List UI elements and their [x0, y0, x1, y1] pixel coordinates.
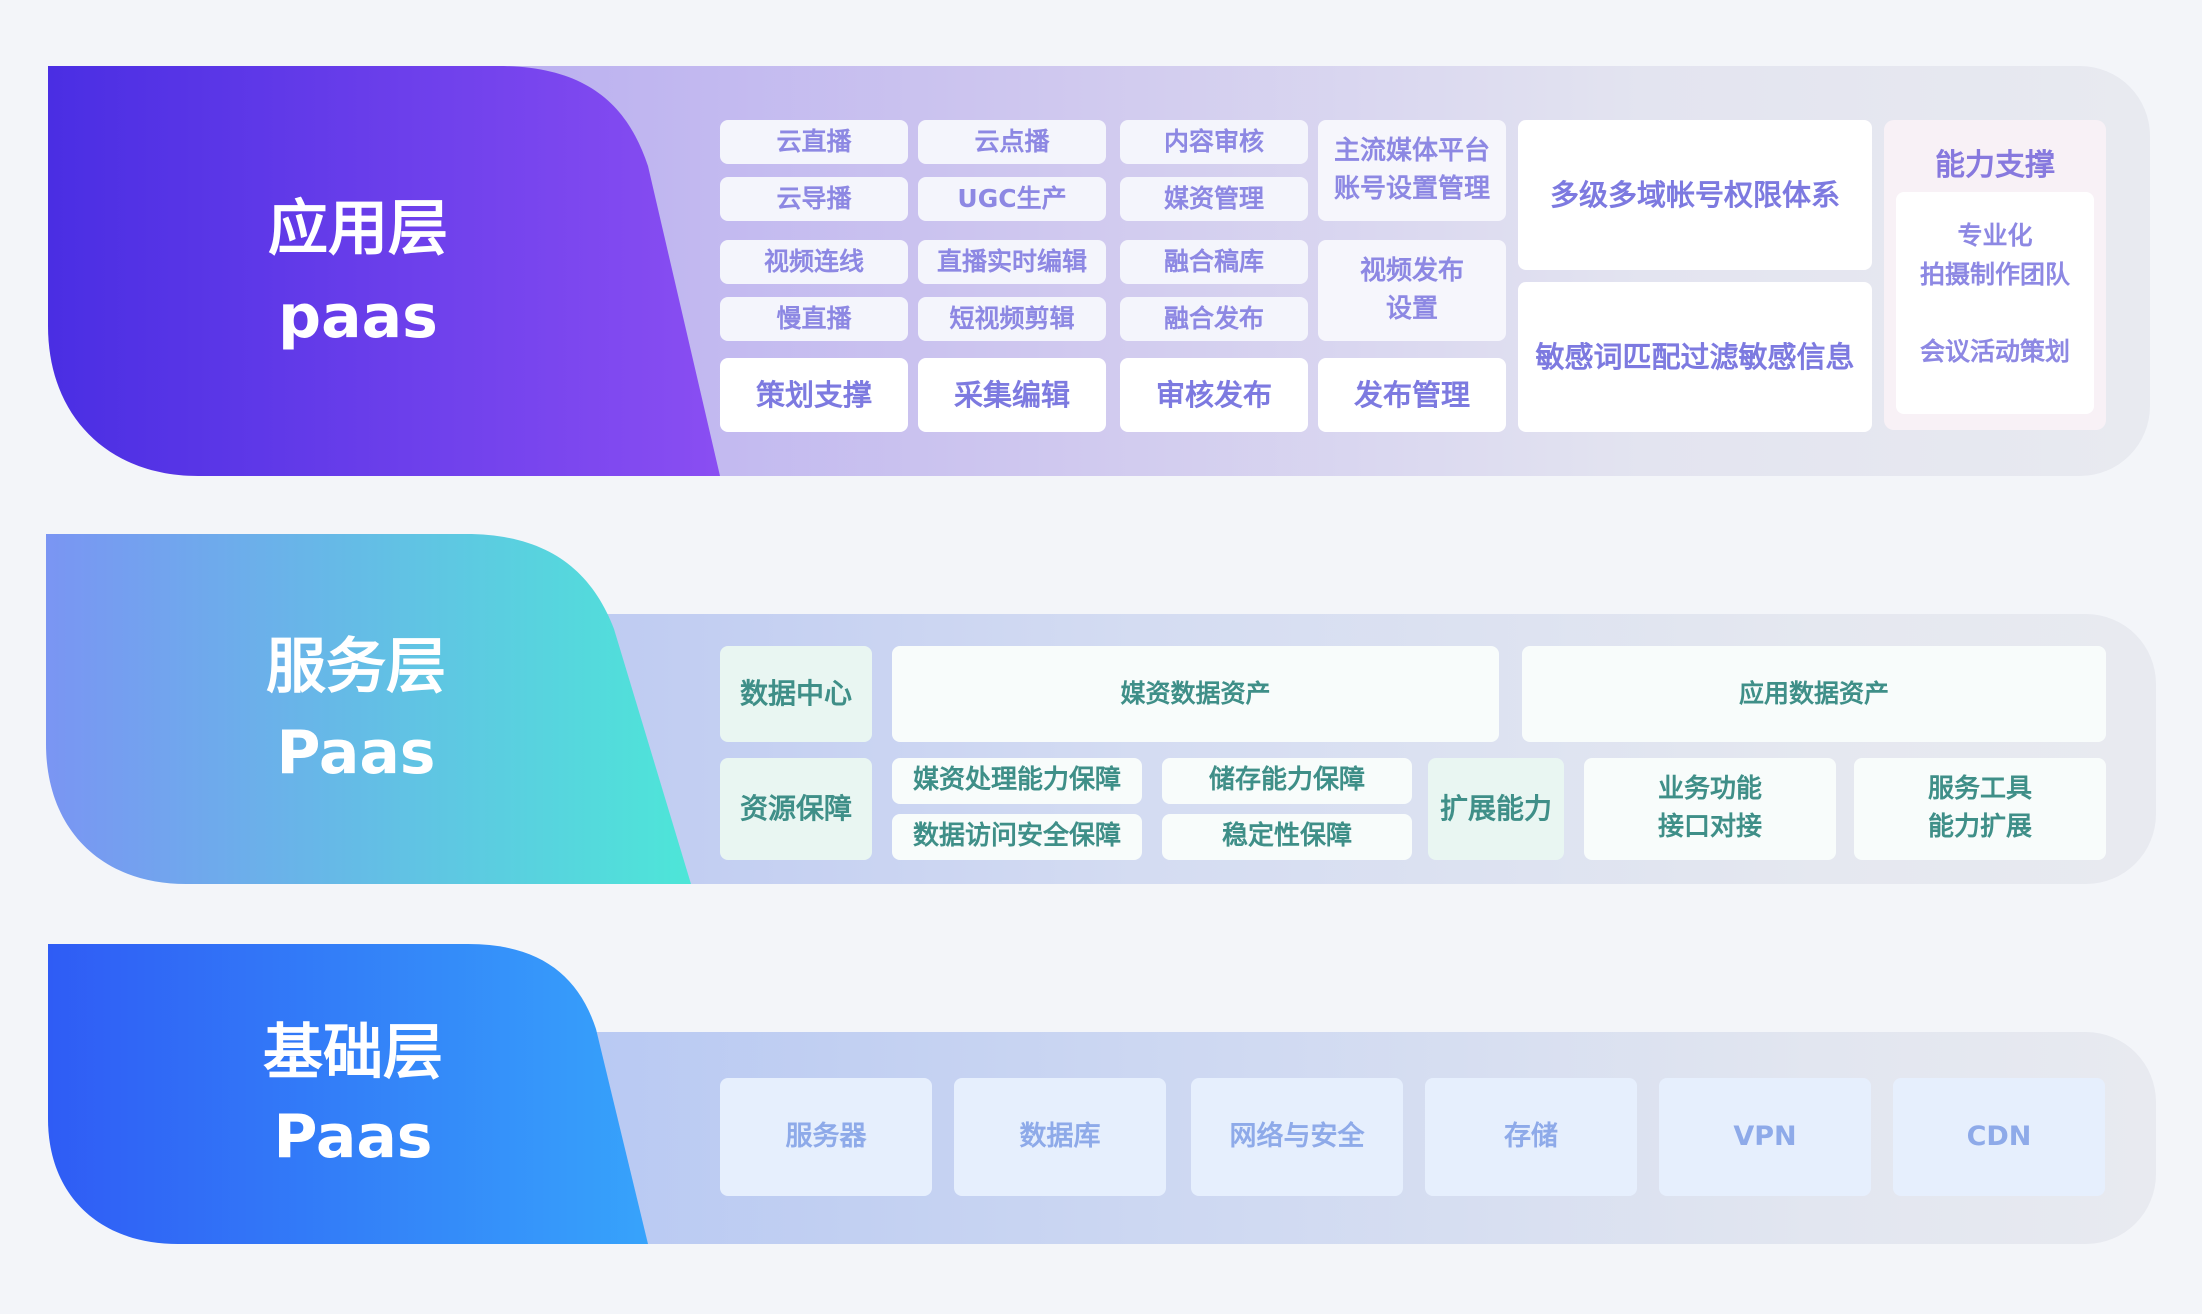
ability-support-panel: 能力支撑 专业化 拍摄制作团队 会议活动策划 — [1884, 120, 2106, 430]
guarantee-item[interactable]: 数据访问安全保障 — [892, 814, 1142, 860]
guarantee-item[interactable]: 储存能力保障 — [1162, 758, 1412, 804]
media-data-assets-box[interactable]: 媒资数据资产 — [892, 646, 1499, 742]
base-layer-title-shape: 基础层 Paas — [48, 944, 668, 1244]
biz-interface-line2: 接口对接 — [1657, 812, 1762, 842]
infra-item[interactable]: CDN — [1893, 1078, 2105, 1196]
service-tools-box[interactable]: 服务工具 能力扩展 — [1854, 758, 2106, 860]
app-item[interactable]: 云导播 — [720, 177, 908, 221]
app-stage-box[interactable]: 发布管理 — [1318, 358, 1506, 432]
app-item[interactable]: 直播实时编辑 — [918, 240, 1106, 284]
ability-line: 专业化 — [1957, 221, 2033, 250]
app-layer-subtitle: paas — [278, 282, 438, 352]
infra-item[interactable]: 服务器 — [720, 1078, 932, 1196]
base-layer-subtitle: Paas — [273, 1102, 433, 1172]
mainstream-media-line2: 账号设置管理 — [1333, 173, 1490, 204]
video-publish-box[interactable]: 视频发布 设置 — [1318, 240, 1506, 341]
app-layer-title: 应用层 — [268, 194, 448, 264]
ability-support-content: 专业化 拍摄制作团队 会议活动策划 — [1896, 192, 2094, 414]
infra-item[interactable]: 存储 — [1425, 1078, 1637, 1196]
app-item[interactable]: 慢直播 — [720, 297, 908, 341]
app-item[interactable]: 云点播 — [918, 120, 1106, 164]
service-layer-title-shape: 服务层 Paas — [46, 534, 706, 884]
extend-ability-box[interactable]: 扩展能力 — [1428, 758, 1564, 860]
infra-item[interactable]: VPN — [1659, 1078, 1871, 1196]
service-layer-subtitle: Paas — [276, 718, 436, 788]
biz-interface-line1: 业务功能 — [1657, 774, 1762, 805]
service-tools-line2: 能力扩展 — [1927, 812, 2032, 842]
service-layer-title-bg — [46, 534, 691, 884]
app-item[interactable]: UGC生产 — [918, 177, 1106, 221]
app-item[interactable]: 短视频剪辑 — [918, 297, 1106, 341]
sensitive-filter-box[interactable]: 敏感词匹配过滤敏感信息 — [1518, 282, 1872, 432]
resource-guarantee-box[interactable]: 资源保障 — [720, 758, 872, 860]
video-publish-line2: 设置 — [1385, 293, 1438, 324]
mainstream-media-box[interactable]: 主流媒体平台 账号设置管理 — [1318, 120, 1506, 221]
guarantee-item[interactable]: 媒资处理能力保障 — [892, 758, 1142, 804]
app-stage-box[interactable]: 采集编辑 — [918, 358, 1106, 432]
service-tools-line1: 服务工具 — [1927, 774, 2032, 805]
app-item[interactable]: 云直播 — [720, 120, 908, 164]
base-layer-title: 基础层 — [263, 1018, 443, 1088]
app-stage-box[interactable]: 策划支撑 — [720, 358, 908, 432]
guarantee-item[interactable]: 稳定性保障 — [1162, 814, 1412, 860]
app-item[interactable]: 媒资管理 — [1120, 177, 1308, 221]
infra-item[interactable]: 数据库 — [954, 1078, 1166, 1196]
ability-support-title: 能力支撑 — [1935, 148, 2055, 183]
app-data-assets-box[interactable]: 应用数据资产 — [1522, 646, 2106, 742]
video-publish-line1: 视频发布 — [1359, 255, 1464, 286]
permission-system-box[interactable]: 多级多域帐号权限体系 — [1518, 120, 1872, 270]
infra-item[interactable]: 网络与安全 — [1191, 1078, 1403, 1196]
biz-interface-box[interactable]: 业务功能 接口对接 — [1584, 758, 1836, 860]
app-item[interactable]: 融合稿库 — [1120, 240, 1308, 284]
app-item[interactable]: 融合发布 — [1120, 297, 1308, 341]
data-center-box[interactable]: 数据中心 — [720, 646, 872, 742]
app-layer-title-bg — [48, 66, 720, 476]
ability-line: 拍摄制作团队 — [1919, 260, 2070, 289]
app-stage-box[interactable]: 审核发布 — [1120, 358, 1308, 432]
app-item[interactable]: 内容审核 — [1120, 120, 1308, 164]
app-item[interactable]: 视频连线 — [720, 240, 908, 284]
app-layer-title-shape: 应用层 paas — [48, 66, 748, 476]
ability-line: 会议活动策划 — [1919, 337, 2070, 366]
mainstream-media-line1: 主流媒体平台 — [1333, 135, 1490, 166]
base-layer-title-bg — [48, 944, 648, 1244]
service-layer-title: 服务层 — [266, 632, 446, 702]
